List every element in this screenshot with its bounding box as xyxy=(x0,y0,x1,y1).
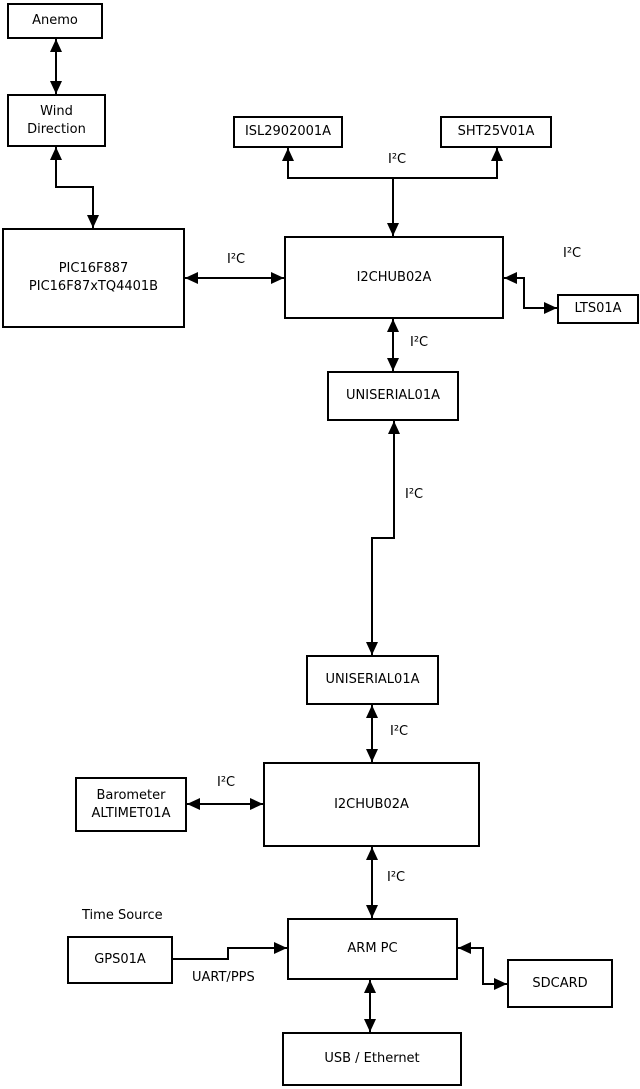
i2c-sensor-branch-label: I²C xyxy=(388,152,407,167)
pic-hub1-line xyxy=(184,277,285,279)
anemo-winddirection-start-arrowhead xyxy=(50,39,62,52)
hub2-armpc-start-arrowhead xyxy=(366,847,378,860)
barometer-box: Barometer ALTIMET01A xyxy=(75,777,187,832)
pic-hub1-end-arrowhead xyxy=(271,272,284,284)
i2chub02a-1-box: I2CHUB02A xyxy=(284,236,504,319)
sht25v01a-label: SHT25V01A xyxy=(457,124,535,139)
gps-armpc-line xyxy=(227,947,288,949)
barometer-hub2-end-arrowhead xyxy=(250,798,263,810)
sdcard-box: SDCARD xyxy=(507,959,613,1008)
gps01a-label: GPS01A xyxy=(94,952,146,967)
winddirection-pic-line xyxy=(55,146,57,188)
barometer-hub2-line xyxy=(186,803,264,805)
sdcard-label: SDCARD xyxy=(532,975,588,991)
armpc-sdcard-line xyxy=(482,947,484,985)
hub1-lts01a-line xyxy=(523,277,525,309)
winddirection-pic-end-arrowhead xyxy=(87,215,99,228)
armpc-usbethernet-end-arrowhead xyxy=(364,1019,376,1032)
uniserial01a-1-label: UNISERIAL01A xyxy=(346,388,440,403)
wind-direction-box: Wind Direction xyxy=(7,94,106,147)
anemo-box: Anemo xyxy=(7,3,103,39)
sht25v01a-box: SHT25V01A xyxy=(440,116,552,148)
uniserial01a-2-box: UNISERIAL01A xyxy=(306,655,439,705)
hub1-uniserial1-end-arrowhead xyxy=(387,358,399,371)
uniserial01a-1-box: UNISERIAL01A xyxy=(327,371,459,421)
gps-armpc-line xyxy=(172,958,229,960)
sensorbranch-stem-end-arrowhead xyxy=(387,223,399,236)
pic16f887-box: PIC16F887 PIC16F87xTQ4401B xyxy=(2,228,185,328)
hub1-lts01a-start-arrowhead xyxy=(504,272,517,284)
i2c-hub1-uniserial1-label: I²C xyxy=(410,335,429,350)
anemo-label: Anemo xyxy=(32,13,78,28)
gps-armpc-end-arrowhead xyxy=(274,942,287,954)
i2chub02a-1-label: I2CHUB02A xyxy=(356,269,432,285)
anemo-winddirection-end-arrowhead xyxy=(50,81,62,94)
armpc-sdcard-end-arrowhead xyxy=(494,978,507,990)
armpc-usbethernet-line xyxy=(369,979,371,1033)
hub1-lts01a-line xyxy=(523,307,558,309)
lts01a-label: LTS01A xyxy=(574,301,622,316)
sensorbranch-isl-end-arrowhead xyxy=(282,148,294,161)
uniserial1-uniserial2-line xyxy=(371,537,373,656)
pic16f887-label: PIC16F887 PIC16F87xTQ4401B xyxy=(28,261,159,294)
hub1-lts01a-end-arrowhead xyxy=(544,302,557,314)
uniserial01a-2-label: UNISERIAL01A xyxy=(325,672,420,687)
hub1-uniserial1-start-arrowhead xyxy=(387,319,399,332)
anemo-winddirection-line xyxy=(55,38,57,95)
uniserial1-uniserial2-start-arrowhead xyxy=(388,421,400,434)
i2c-hub2-armpc-label: I²C xyxy=(387,870,406,885)
uniserial2-hub2-end-arrowhead xyxy=(366,749,378,762)
winddirection-pic-start-arrowhead xyxy=(50,147,62,160)
uniserial1-uniserial2-line xyxy=(371,537,395,539)
i2chub02a-2-label: I2CHUB02A xyxy=(334,796,409,812)
i2c-pic-hub1-label: I²C xyxy=(227,252,246,267)
uniserial2-hub2-start-arrowhead xyxy=(366,705,378,718)
gps01a-box: GPS01A xyxy=(67,936,173,984)
i2c-uniserial-link-label: I²C xyxy=(405,487,424,502)
wind-direction-label: Wind Direction xyxy=(27,103,86,137)
arm-pc-label: ARM PC xyxy=(347,941,398,956)
uart-pps-label: UART/PPS xyxy=(192,970,255,985)
usb-ethernet-box: USB / Ethernet xyxy=(282,1032,462,1086)
uniserial1-uniserial2-end-arrowhead xyxy=(366,642,378,655)
winddirection-pic-line xyxy=(55,186,94,188)
time-source-label: Time Source xyxy=(82,908,163,923)
isl2902001a-box: ISL2902001A xyxy=(233,116,343,148)
i2chub02a-2-box: I2CHUB02A xyxy=(263,762,480,847)
sensorbranch-stem-line xyxy=(392,177,394,237)
sensorbranch-isl-line xyxy=(287,147,289,179)
gps-armpc-line xyxy=(227,947,229,960)
armpc-usbethernet-start-arrowhead xyxy=(364,980,376,993)
barometer-label: Barometer ALTIMET01A xyxy=(91,787,171,821)
i2c-uniserial2-hub2-label: I²C xyxy=(390,724,409,739)
pic-hub1-start-arrowhead xyxy=(185,272,198,284)
i2c-barometer-hub2-label: I²C xyxy=(217,775,236,790)
arm-pc-box: ARM PC xyxy=(287,918,458,980)
lts01a-box: LTS01A xyxy=(557,294,639,324)
isl2902001a-label: ISL2902001A xyxy=(244,124,332,139)
uniserial1-uniserial2-line xyxy=(393,420,395,539)
sensorbranch-bar-line xyxy=(287,177,498,179)
usb-ethernet-label: USB / Ethernet xyxy=(324,1051,420,1066)
hub2-armpc-end-arrowhead xyxy=(366,905,378,918)
sensorbranch-sht-line xyxy=(496,147,498,179)
uniserial2-hub2-line xyxy=(371,704,373,763)
hub1-uniserial1-line xyxy=(392,318,394,372)
sensorbranch-sht-end-arrowhead xyxy=(491,148,503,161)
hub2-armpc-line xyxy=(371,846,373,919)
barometer-hub2-start-arrowhead xyxy=(187,798,200,810)
armpc-sdcard-start-arrowhead xyxy=(458,942,471,954)
i2c-hub1-lts01a-label: I²C xyxy=(563,246,582,261)
winddirection-pic-line xyxy=(92,186,94,229)
